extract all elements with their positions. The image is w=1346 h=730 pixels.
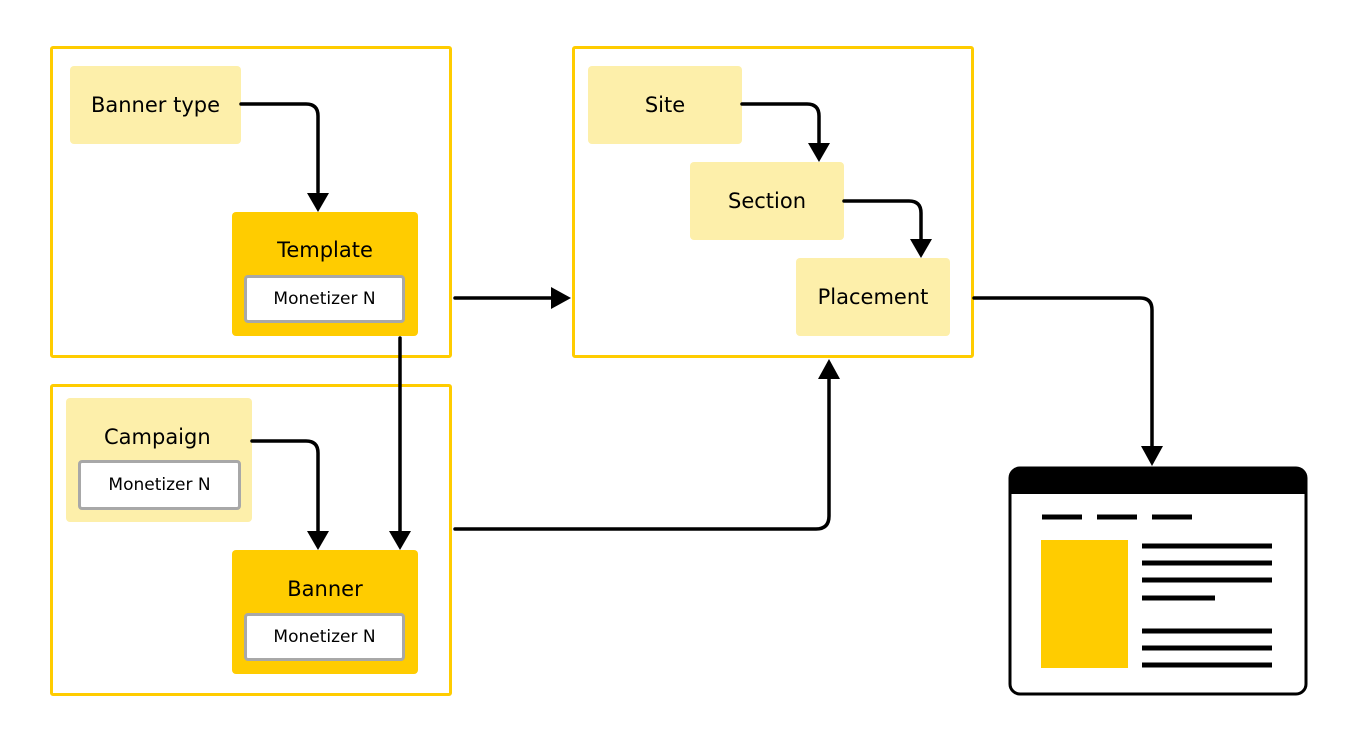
arrowhead-site-group [551,287,571,309]
arrowhead-webpage [1141,446,1163,466]
campaign-monetizer: Monetizer N [78,460,241,510]
placement-node: Placement [796,258,950,336]
webpage-icon [1008,466,1308,696]
edge-placement-webpage [972,296,1154,448]
template-label: Template [277,238,373,262]
edge-banner-placement [453,376,831,531]
arrowhead-section [808,143,830,162]
section-node: Section [690,162,844,240]
campaign-node: Campaign Monetizer N [66,398,252,522]
edge-banner-type-template [239,102,320,194]
arrowhead-banner-right [389,531,411,550]
edge-site-section [740,102,821,146]
template-monetizer-label: Monetizer N [273,289,376,309]
banner-type-label: Banner type [90,92,221,117]
arrowhead-template [307,193,329,212]
edge-campaign-banner [250,439,320,534]
campaign-label: Campaign [104,425,211,449]
arrowhead-banner-left [307,531,329,550]
banner-monetizer: Monetizer N [244,613,405,661]
campaign-monetizer-label: Monetizer N [108,475,211,495]
arrowhead-placement-up [818,359,840,379]
banner-type-node: Banner type [70,66,241,144]
placement-label: Placement [817,284,929,309]
edge-section-placement [842,199,923,242]
arrowhead-placement [910,239,932,258]
section-label: Section [727,188,807,213]
banner-monetizer-label: Monetizer N [273,627,376,647]
template-monetizer: Monetizer N [244,275,405,323]
banner-node: Banner Monetizer N [232,550,418,674]
site-label: Site [644,92,686,117]
template-node: Template Monetizer N [232,212,418,336]
banner-label: Banner [287,577,363,601]
site-node: Site [588,66,742,144]
